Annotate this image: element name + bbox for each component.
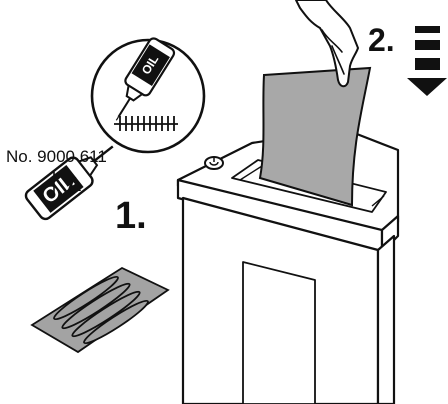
step-two-label: 2. (368, 22, 395, 59)
oiling-detail-inset: OIL (92, 37, 204, 152)
power-button (205, 157, 223, 169)
bottle-letter-label: A (67, 174, 81, 197)
step-one-label: 1. (115, 195, 147, 238)
shredder-window (243, 262, 315, 404)
shredder-body-side (378, 236, 394, 404)
oil-paper-sheet (32, 268, 168, 352)
part-number-label: No. 9000 611 (6, 147, 107, 167)
feed-direction-arrow-icon (407, 26, 447, 96)
